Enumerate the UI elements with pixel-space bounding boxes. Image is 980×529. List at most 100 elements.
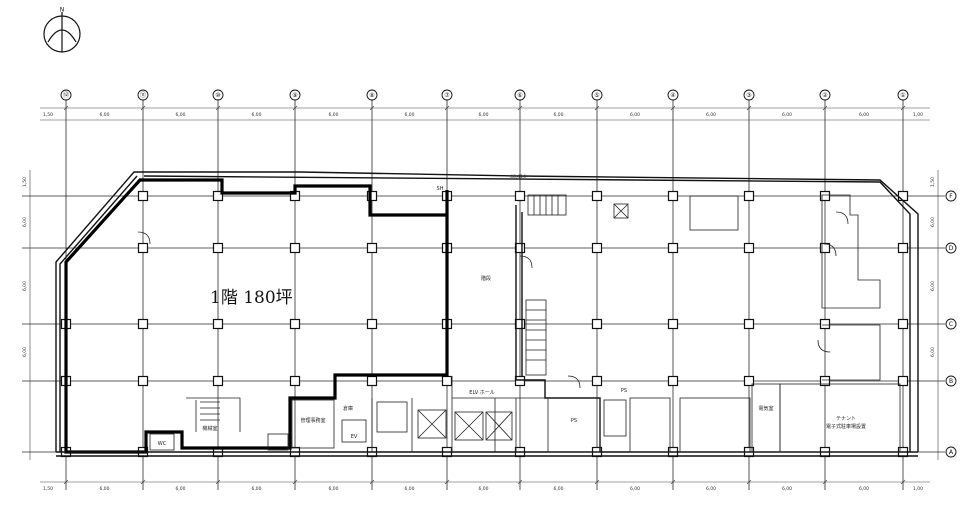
interior-partitions xyxy=(137,194,901,453)
dimension-tick xyxy=(594,479,600,485)
dimension-tick xyxy=(444,479,450,485)
left-dimension-text: 1,50 xyxy=(22,177,28,187)
row-axis-bubble xyxy=(945,446,957,458)
top-dimension-text: 6,00 xyxy=(175,112,185,118)
structural-column xyxy=(591,375,603,387)
bottom-dimension-text: 6,00 xyxy=(630,486,640,492)
structural-column xyxy=(137,318,149,330)
row-axis-bubble xyxy=(945,375,957,387)
structural-column xyxy=(137,375,149,387)
structural-column xyxy=(212,242,224,254)
structural-column xyxy=(289,375,301,387)
structural-column xyxy=(514,242,526,254)
dimension-tick xyxy=(517,105,523,111)
room-label-elevator-hall: ELV ホール xyxy=(469,390,494,396)
dimension-tick xyxy=(63,479,69,485)
top-dimension-text: 6,00 xyxy=(404,112,414,118)
structural-column xyxy=(667,190,679,202)
area-label: 1階 180坪 xyxy=(210,288,293,308)
structural-column xyxy=(667,375,679,387)
column-axis-bubble xyxy=(289,89,301,101)
right-dimension-text: 6,00 xyxy=(930,217,936,227)
dimension-tick xyxy=(369,479,375,485)
structural-column xyxy=(212,318,224,330)
top-dimension-text: 6,00 xyxy=(553,112,563,118)
top-dimension-text: 6,00 xyxy=(99,112,109,118)
column-axis-label: ④ xyxy=(670,92,675,99)
bottom-dimension-text: 6,00 xyxy=(553,486,563,492)
structural-column xyxy=(897,242,909,254)
structural-column xyxy=(591,318,603,330)
column-axis-bubble xyxy=(819,89,831,101)
column-axis-label: ⑥ xyxy=(517,92,522,99)
structural-column xyxy=(289,242,301,254)
room-label-pantry: PS xyxy=(621,388,627,394)
structural-column xyxy=(667,318,679,330)
row-axis-label: D xyxy=(949,245,954,252)
room-label-storage: 倉庫 xyxy=(343,405,353,412)
row-axis-label: C xyxy=(949,321,953,328)
room-label-toilet: WC xyxy=(158,441,167,447)
structural-column xyxy=(212,375,224,387)
dimension-tick xyxy=(900,105,906,111)
bottom-dimension-text: 6,00 xyxy=(404,486,414,492)
top-dimension-text: 6,00 xyxy=(630,112,640,118)
structural-column xyxy=(819,375,831,387)
column-axis-label: ⑦ xyxy=(444,92,450,99)
dimension-tick xyxy=(63,105,69,111)
column-axis-bubble xyxy=(591,89,603,101)
dimension-tick xyxy=(670,105,676,111)
structural-column xyxy=(137,190,149,202)
dimension-tick xyxy=(292,105,298,111)
north-label: N xyxy=(60,7,65,14)
column-axis-bubble xyxy=(212,89,224,101)
dimension-tick xyxy=(822,479,828,485)
top-dimension-text: 6,00 xyxy=(859,112,869,118)
top-total-dimension: 46,414 xyxy=(510,174,526,180)
column-axis-label: ⑨ xyxy=(292,92,297,99)
structural-column xyxy=(366,375,378,387)
bottom-dimension-text: 6,00 xyxy=(251,486,261,492)
top-dimension-text: 6,00 xyxy=(706,112,716,118)
dimension-tick xyxy=(215,105,221,111)
bottom-dimension-text: 6,00 xyxy=(478,486,488,492)
structural-column xyxy=(819,242,831,254)
dimension-tick xyxy=(444,105,450,111)
structural-column xyxy=(743,190,755,202)
structural-column xyxy=(743,242,755,254)
row-axis-bubble xyxy=(945,242,957,254)
structural-column xyxy=(441,375,453,387)
row-axis-bubble xyxy=(945,190,957,202)
room-label-ev: EV xyxy=(351,434,358,440)
dimension-tick xyxy=(292,479,298,485)
bottom-dimension-text: 6,00 xyxy=(328,486,338,492)
column-axis-label: ⑤ xyxy=(594,92,599,99)
north-arrow-icon: N xyxy=(43,7,81,53)
dimension-tick xyxy=(369,105,375,111)
column-axis-label: ① xyxy=(900,92,905,99)
row-axis-label: A xyxy=(949,449,954,456)
structural-column xyxy=(591,242,603,254)
dimension-lines: 1,50 6,00 6,00 6,00 6,00 6,00 6,00 6,00 6,00 6,00… xyxy=(22,105,939,492)
room-label-machine: 機械室 xyxy=(202,425,217,432)
dimension-tick xyxy=(900,479,906,485)
room-label-management: 管理事務室 xyxy=(300,417,325,424)
structural-column xyxy=(366,190,378,202)
structural-column xyxy=(743,318,755,330)
column-axis-bubble xyxy=(366,89,378,101)
structural-column xyxy=(897,318,909,330)
top-dimension-text: 6,00 xyxy=(251,112,261,118)
bottom-dimension-text: 6,00 xyxy=(782,486,792,492)
row-axis-label: B xyxy=(949,378,953,385)
structural-column xyxy=(289,318,301,330)
structural-column xyxy=(137,242,149,254)
right-dimension-text: 6,00 xyxy=(930,281,936,291)
dimension-tick xyxy=(746,479,752,485)
column-axis-label: ② xyxy=(822,92,828,99)
column-axis-bubble xyxy=(667,89,679,101)
structural-column xyxy=(743,375,755,387)
structural-column xyxy=(514,318,526,330)
room-label-tenant: テナント xyxy=(836,416,856,422)
